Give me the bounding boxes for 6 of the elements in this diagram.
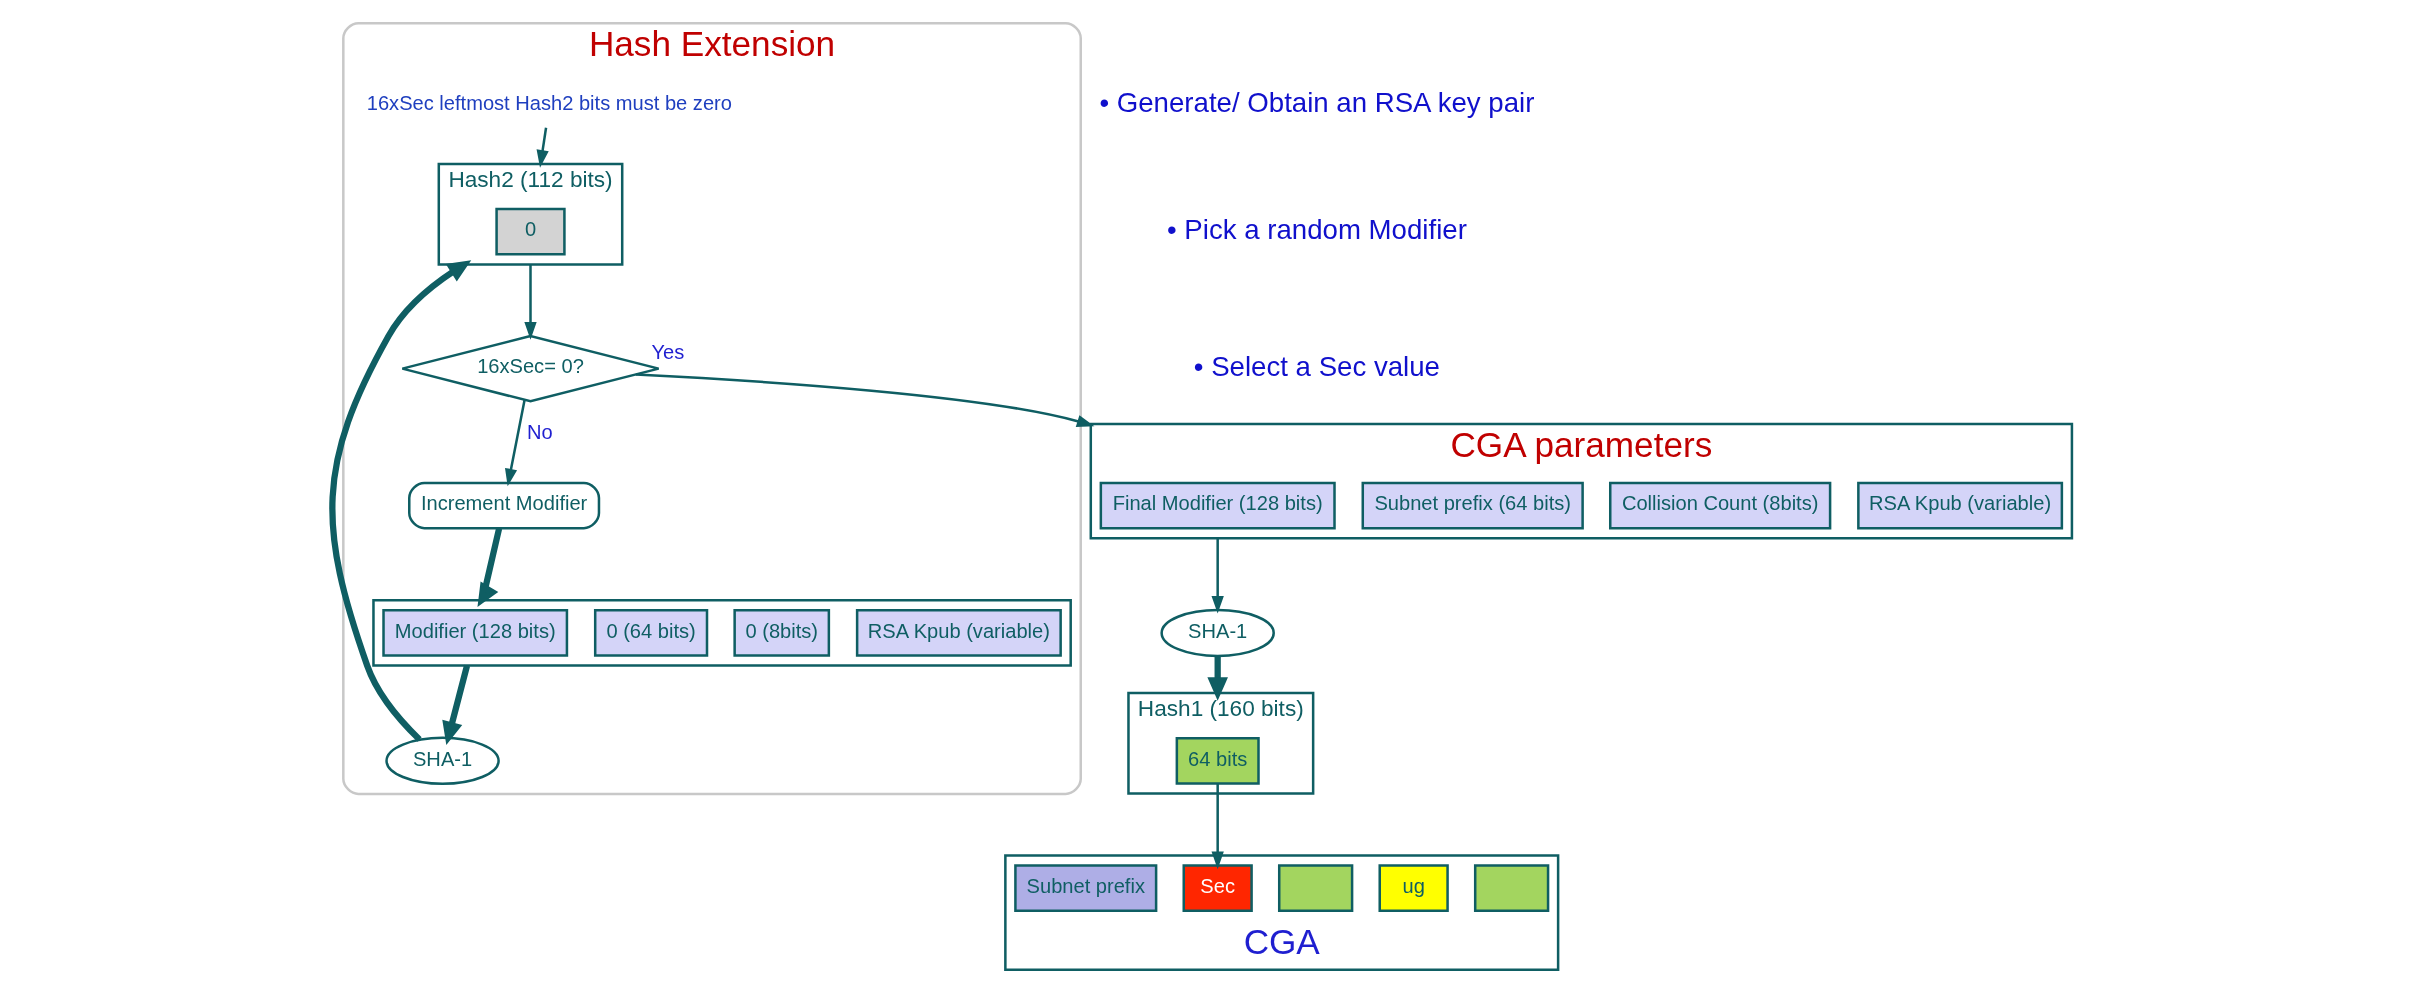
label: • Generate/ Obtain an RSA key pair [1098, 86, 1534, 118]
node-text: 16xSec leftmost Hash2 bits must be zero [366, 91, 732, 114]
edge-label: No [526, 421, 553, 444]
label: • Select a Sec value [1193, 350, 1440, 382]
label: • Pick a random Modifier [1166, 213, 1467, 245]
edge-label: Yes [650, 341, 684, 364]
